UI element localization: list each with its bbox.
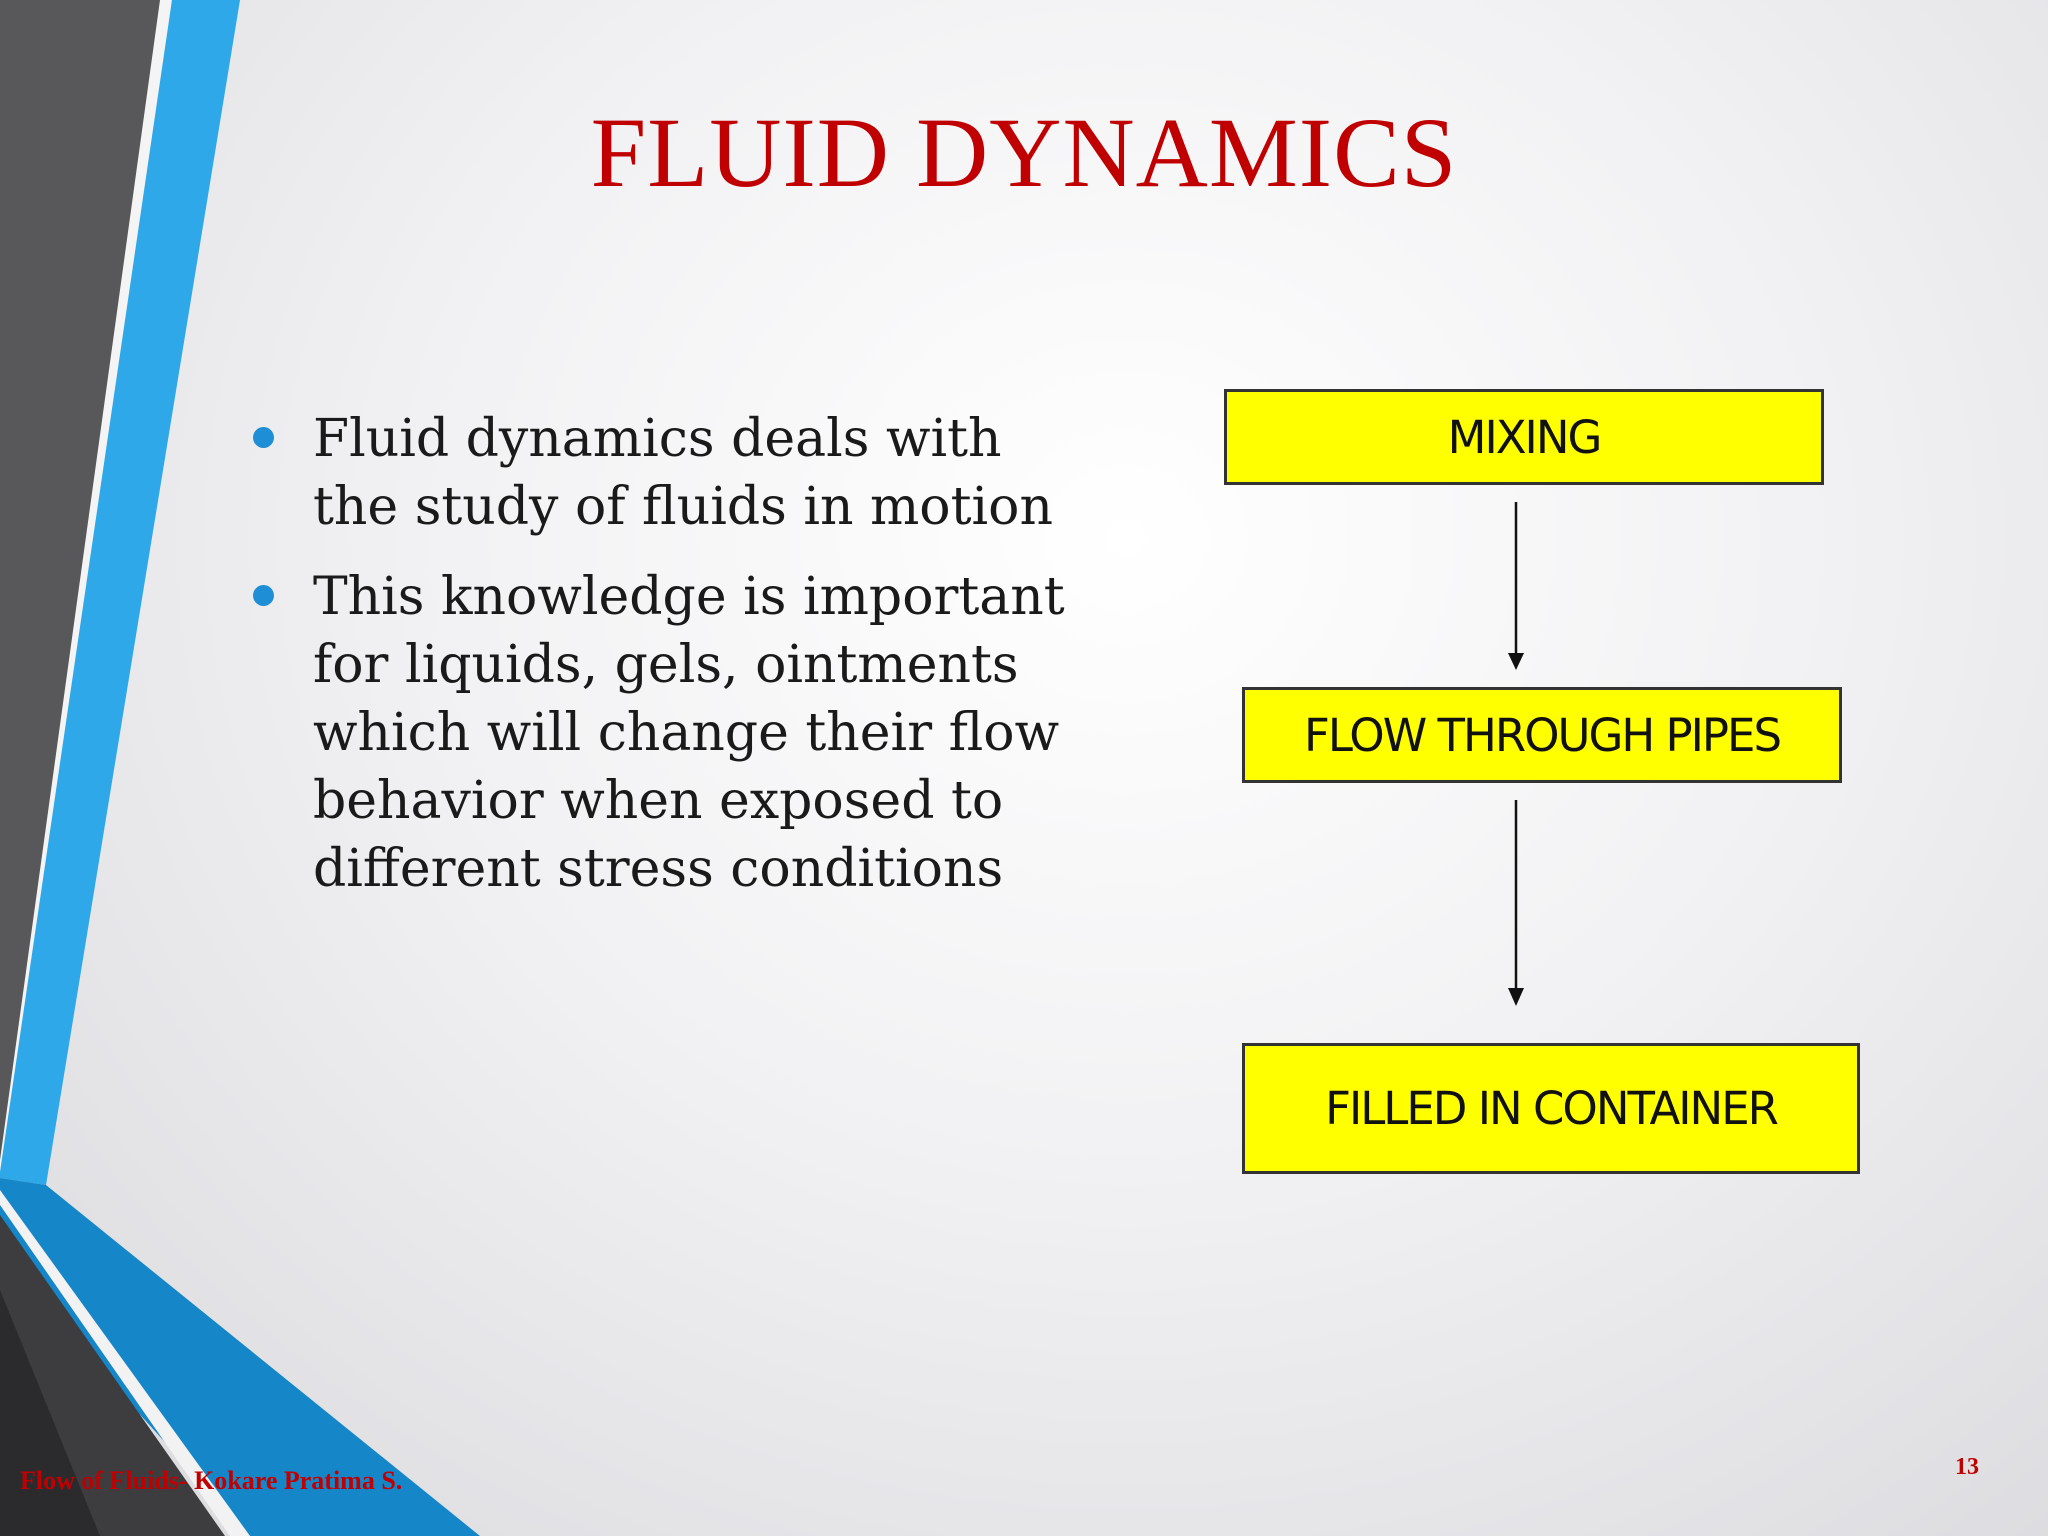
shadow-stripe-bottom bbox=[0, 1290, 100, 1536]
white-gap-bottom bbox=[0, 1190, 250, 1536]
flow-step-flow-through-pipes: FLOW THROUGH PIPES bbox=[1242, 687, 1842, 783]
bullet-text: This knowledge is important for liquids,… bbox=[313, 567, 1065, 899]
arrow-down-icon bbox=[1508, 502, 1524, 670]
bullet-list: Fluid dynamics deals with the study of f… bbox=[245, 405, 1075, 925]
flow-step-mixing: MIXING bbox=[1224, 389, 1824, 485]
bullet-dot-icon bbox=[253, 427, 274, 448]
blue-stripe-bottom bbox=[0, 1178, 480, 1536]
bullet-item: Fluid dynamics deals with the study of f… bbox=[245, 405, 1075, 541]
bullet-text: Fluid dynamics deals with the study of f… bbox=[313, 409, 1053, 537]
blue-stripe-left bbox=[0, 0, 240, 1185]
slide-title: FLUID DYNAMICS bbox=[590, 97, 1458, 208]
arrow-down-icon bbox=[1508, 800, 1524, 1006]
page-number: 13 bbox=[1955, 1454, 1979, 1480]
flow-step-filled-in-container: FILLED IN CONTAINER bbox=[1242, 1043, 1860, 1174]
footer-text: Flow of Fluids- Kokare Pratima S. bbox=[20, 1466, 403, 1495]
bullet-item: This knowledge is important for liquids,… bbox=[245, 563, 1075, 903]
bullet-dot-icon bbox=[253, 585, 274, 606]
